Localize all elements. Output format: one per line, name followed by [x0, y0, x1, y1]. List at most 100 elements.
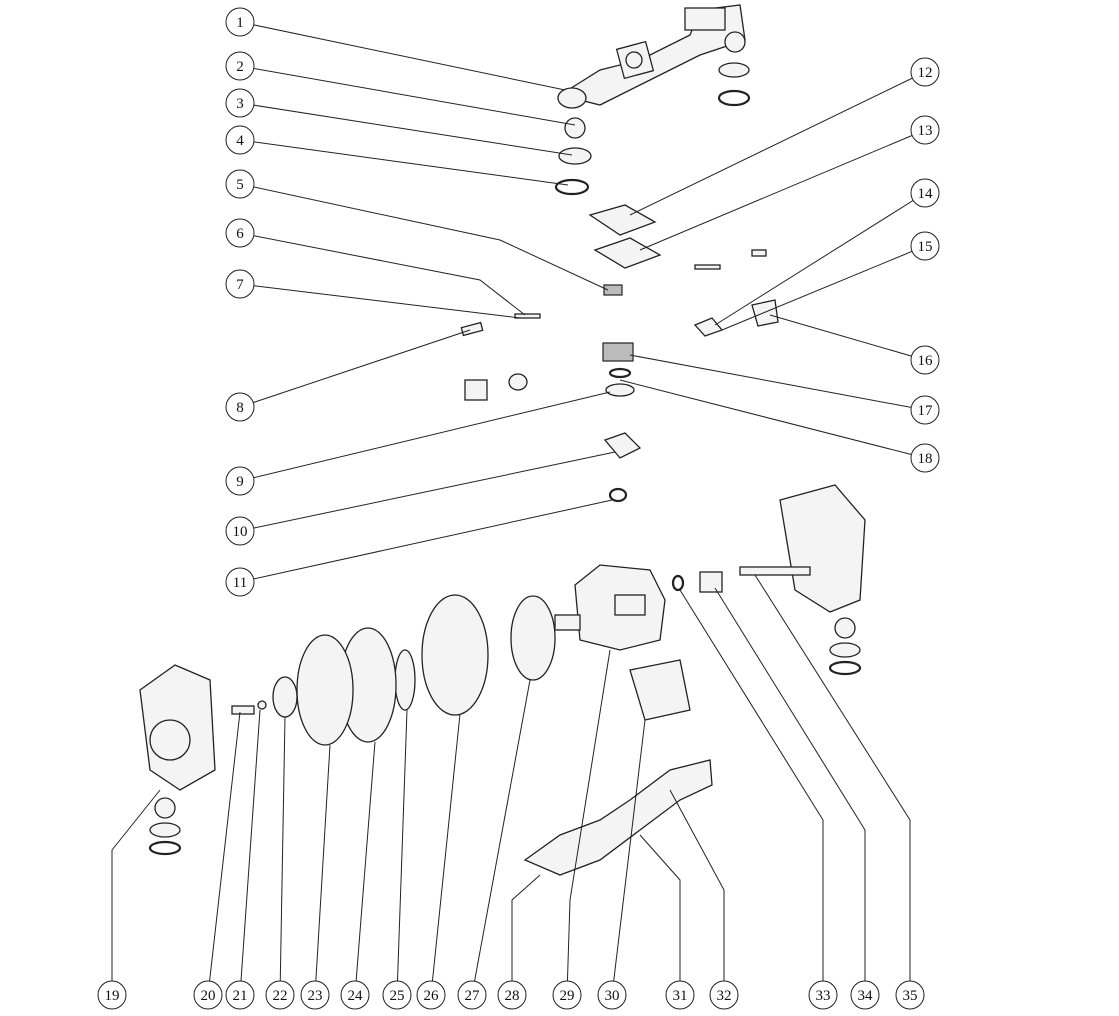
valve-block — [603, 284, 623, 296]
callout-circle — [225, 169, 255, 199]
callout-number: 28 — [505, 988, 520, 1004]
leader-line-5 — [239, 183, 609, 291]
gasket — [593, 237, 662, 269]
callout-25: 25 — [382, 980, 412, 1010]
callout-circle — [225, 218, 255, 248]
callout-circle — [910, 345, 940, 375]
leader-line-11 — [239, 499, 613, 583]
callout-6: 6 — [225, 218, 255, 248]
callout-number: 32 — [717, 988, 732, 1004]
pin — [514, 313, 541, 319]
callout-number: 9 — [236, 474, 244, 490]
leader-line-25 — [396, 709, 408, 996]
callout-number: 13 — [918, 123, 933, 139]
callout-number: 17 — [918, 403, 934, 419]
leader-line-13 — [639, 129, 926, 251]
leader-line-14 — [714, 192, 926, 326]
callout-7: 7 — [225, 269, 255, 299]
callout-number: 24 — [348, 988, 364, 1004]
callout-1: 1 — [225, 7, 255, 37]
callout-number: 29 — [560, 988, 575, 1004]
leader-line-1 — [239, 21, 566, 91]
callout-circle — [225, 7, 255, 37]
callout-number: 11 — [233, 575, 247, 591]
callout-circle — [457, 980, 487, 1010]
callout-number: 23 — [308, 988, 323, 1004]
ball — [564, 117, 586, 139]
callout-circle — [709, 980, 739, 1010]
callout-circle — [665, 980, 695, 1010]
top-manifold — [557, 4, 751, 109]
callout-18: 18 — [910, 443, 940, 473]
callout-circle — [552, 980, 582, 1010]
left-chamber — [139, 664, 216, 856]
bottom-manifold — [523, 759, 713, 876]
callout-circle — [225, 980, 255, 1010]
callout-20: 20 — [193, 980, 223, 1010]
callout-10: 10 — [225, 516, 255, 546]
callout-27: 27 — [457, 980, 487, 1010]
callout-circle — [895, 980, 925, 1010]
callout-circle — [225, 392, 255, 422]
center-body — [554, 564, 666, 651]
leader-line-31 — [639, 834, 681, 995]
air-chamber-cover — [421, 594, 489, 716]
callout-9: 9 — [225, 466, 255, 496]
callout-circle — [910, 395, 940, 425]
leader-line-27 — [471, 679, 531, 996]
callout-number: 20 — [201, 988, 216, 1004]
leader-line-26 — [430, 713, 461, 996]
leader-line-3 — [239, 102, 573, 156]
callout-circle — [808, 980, 838, 1010]
callout-4: 4 — [225, 125, 255, 155]
callout-number: 5 — [236, 177, 244, 193]
leader-line-24 — [354, 741, 376, 996]
callout-26: 26 — [416, 980, 446, 1010]
callout-number: 33 — [816, 988, 831, 1004]
callout-33: 33 — [808, 980, 838, 1010]
callout-number: 21 — [233, 988, 248, 1004]
leader-line-30 — [611, 719, 646, 996]
callout-28: 28 — [497, 980, 527, 1010]
callout-circle — [225, 125, 255, 155]
callout-16: 16 — [910, 345, 940, 375]
leader-line-10 — [239, 451, 616, 532]
fitting — [693, 317, 724, 337]
callout-2: 2 — [225, 51, 255, 81]
callout-13: 13 — [910, 115, 940, 145]
muffler-large — [629, 659, 691, 721]
callout-5: 5 — [225, 169, 255, 199]
leader-line-21 — [239, 709, 261, 996]
callout-15: 15 — [910, 231, 940, 261]
callout-22: 22 — [265, 980, 295, 1010]
callout-number: 14 — [918, 186, 934, 202]
leader-line-8 — [239, 329, 471, 408]
callout-circle — [225, 269, 255, 299]
leader-line-15 — [721, 245, 926, 331]
callout-circle — [265, 980, 295, 1010]
leader-line-19 — [111, 789, 161, 995]
leader-line-23 — [314, 744, 331, 996]
callout-circle — [97, 980, 127, 1010]
callout-35: 35 — [895, 980, 925, 1010]
callout-number: 4 — [236, 133, 244, 149]
leader-line-20 — [207, 711, 241, 996]
diaphragm-plate — [510, 595, 556, 681]
callout-circle — [193, 980, 223, 1010]
leader-line-22 — [279, 716, 286, 996]
callout-circle — [910, 115, 940, 145]
callout-number: 10 — [233, 524, 248, 540]
leader-line-34 — [714, 587, 866, 995]
leader-line-9 — [239, 391, 611, 482]
callout-17: 17 — [910, 395, 940, 425]
callout-number: 15 — [918, 239, 933, 255]
callout-circle — [597, 980, 627, 1010]
callout-29: 29 — [552, 980, 582, 1010]
leader-line-17 — [629, 354, 926, 411]
leader-line-12 — [629, 71, 926, 216]
leader-line-2 — [239, 65, 576, 126]
callout-circle — [225, 516, 255, 546]
callout-12: 12 — [910, 57, 940, 87]
